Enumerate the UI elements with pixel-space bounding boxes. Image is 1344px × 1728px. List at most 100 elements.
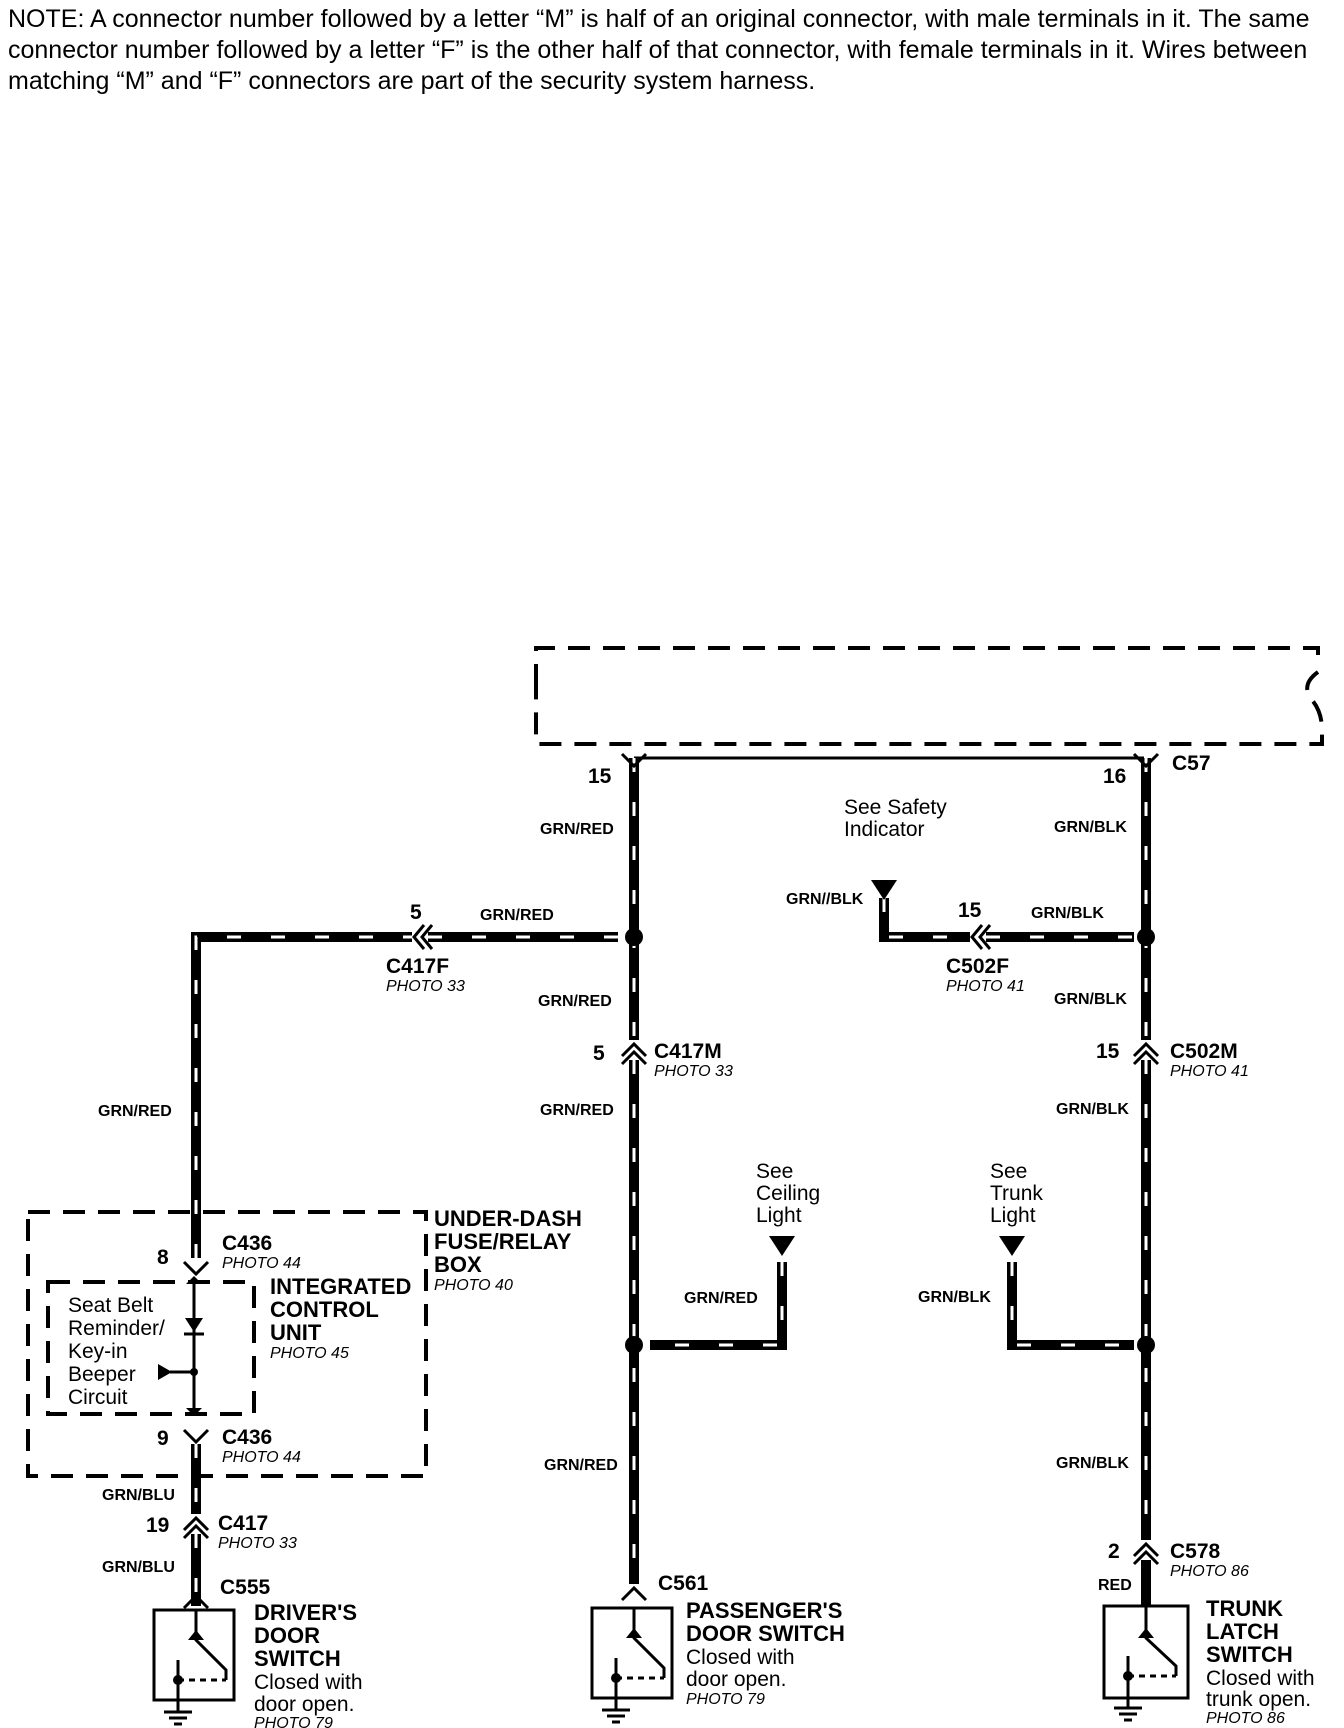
- ceiling-light-ref: Ceiling: [756, 1182, 820, 1205]
- wire-label-grn-blu: GRN/BLU: [102, 1559, 175, 1576]
- c417-label: C417: [218, 1512, 268, 1535]
- splice-point: [625, 1336, 643, 1354]
- connector-symbol-c436-top: [182, 1260, 210, 1277]
- c417f-photo: PHOTO 33: [386, 978, 465, 995]
- connector-symbol-c578: [1132, 1541, 1160, 1566]
- c578-pin: 2: [1108, 1540, 1120, 1563]
- driver-switch-label: DOOR: [254, 1623, 320, 1648]
- trunk-light-arrow-icon: [999, 1236, 1025, 1256]
- connector-symbol-c417m: [620, 1041, 648, 1066]
- c578-photo: PHOTO 86: [1170, 1563, 1249, 1580]
- c502m-pin: 15: [1096, 1040, 1120, 1063]
- icu-label: INTEGRATED: [270, 1274, 411, 1299]
- beeper-label: Key-in: [68, 1340, 128, 1363]
- c417m-photo: PHOTO 33: [654, 1063, 733, 1080]
- c578-label: C578: [1170, 1540, 1221, 1563]
- wire-grn-red-left-branch: [191, 932, 618, 1258]
- beeper-circuit: [158, 1276, 204, 1416]
- wire-label-grn-blk-alt: GRN//BLK: [786, 891, 864, 908]
- c561-label: C561: [658, 1572, 709, 1595]
- ceiling-light-arrow-icon: [769, 1236, 795, 1256]
- c436-top-label: C436: [222, 1232, 272, 1255]
- beeper-label: Seat Belt: [68, 1294, 153, 1317]
- driver-door-switch[interactable]: [152, 1608, 236, 1726]
- c502f-pin: 15: [958, 899, 982, 922]
- security-control-box: [534, 646, 1324, 746]
- safety-indicator-ref: See Safety: [844, 796, 947, 819]
- connector-symbol-c502f: [970, 924, 992, 950]
- connector-symbol-c502m: [1132, 1041, 1160, 1066]
- connector-symbol-c57-16: [1132, 752, 1160, 769]
- c502m-photo: PHOTO 41: [1170, 1063, 1249, 1080]
- c502m-label: C502M: [1170, 1040, 1238, 1063]
- wire-label-grn-red: GRN/RED: [538, 993, 612, 1010]
- c436-top-pin: 8: [157, 1246, 169, 1269]
- trunk-switch-label: TRUNK: [1206, 1596, 1283, 1621]
- c417-photo: PHOTO 33: [218, 1535, 297, 1552]
- c57-label: C57: [1172, 752, 1211, 775]
- connector-symbol-c555: [182, 1593, 210, 1610]
- beeper-label: Reminder/: [68, 1317, 165, 1340]
- beeper-label: Beeper: [68, 1363, 136, 1386]
- ceiling-light-ref: See: [756, 1160, 793, 1183]
- under-dash-fuse-box: [26, 1210, 428, 1478]
- trunk-light-ref: See: [990, 1160, 1027, 1183]
- driver-switch-desc: Closed with: [254, 1671, 363, 1694]
- splice-point: [1137, 928, 1155, 946]
- connector-symbol-c57-15: [620, 752, 648, 769]
- c436-bottom-pin: 9: [157, 1427, 169, 1450]
- wire-label-grn-blk: GRN/BLK: [1054, 819, 1127, 836]
- c417m-pin: 5: [593, 1042, 605, 1065]
- wire-label-grn-red: GRN/RED: [540, 821, 614, 838]
- icu-label: UNIT: [270, 1320, 322, 1345]
- passenger-switch-desc: door open.: [686, 1668, 786, 1691]
- trunk-switch-photo: PHOTO 86: [1206, 1710, 1285, 1727]
- passenger-switch-desc: Closed with: [686, 1646, 795, 1669]
- trunk-switch-label: LATCH: [1206, 1619, 1279, 1644]
- c436-bottom-photo: PHOTO 44: [222, 1449, 301, 1466]
- wire-label-grn-red: GRN/RED: [684, 1290, 758, 1307]
- splice-point: [1137, 1336, 1155, 1354]
- c417m-label: C417M: [654, 1040, 722, 1063]
- c57-pin-16: 16: [1103, 765, 1126, 788]
- safety-indicator-ref: Indicator: [844, 818, 925, 841]
- icu-photo: PHOTO 45: [270, 1345, 349, 1362]
- wire-grn-blk-safety: [879, 898, 1134, 942]
- splice-point: [625, 928, 643, 946]
- wire-label-grn-red: GRN/RED: [544, 1457, 618, 1474]
- fuse-box-label: FUSE/RELAY: [434, 1229, 572, 1254]
- c502f-label: C502F: [946, 955, 1009, 978]
- trunk-latch-switch[interactable]: [1102, 1604, 1190, 1722]
- c555-label: C555: [220, 1576, 271, 1599]
- c417-pin: 19: [146, 1514, 169, 1537]
- wire-label-grn-blk: GRN/BLK: [1054, 991, 1127, 1008]
- passenger-switch-label: DOOR SWITCH: [686, 1621, 845, 1646]
- wire-label-grn-red: GRN/RED: [480, 907, 554, 924]
- wire-label-grn-red: GRN/RED: [98, 1103, 172, 1120]
- wire-label-red: RED: [1098, 1577, 1132, 1594]
- passenger-switch-label: PASSENGER'S: [686, 1598, 842, 1623]
- connector-symbol-c561: [620, 1585, 648, 1602]
- c417f-label: C417F: [386, 955, 449, 978]
- safety-indicator-arrow-icon: [871, 880, 897, 900]
- passenger-door-switch[interactable]: [590, 1606, 674, 1724]
- driver-switch-desc: door open.: [254, 1693, 354, 1716]
- driver-switch-label: SWITCH: [254, 1646, 341, 1671]
- trunk-switch-desc: trunk open.: [1206, 1688, 1311, 1711]
- connector-symbol-c417: [182, 1515, 210, 1540]
- c436-top-photo: PHOTO 44: [222, 1255, 301, 1272]
- ceiling-light-ref: Light: [756, 1204, 802, 1227]
- trunk-switch-label: SWITCH: [1206, 1642, 1293, 1667]
- integrated-control-unit-box: [46, 1280, 256, 1416]
- connector-symbol-c436-bottom: [182, 1428, 210, 1445]
- driver-switch-photo: PHOTO 79: [254, 1715, 333, 1728]
- note-text: NOTE: A connector number followed by a l…: [8, 5, 1310, 95]
- passenger-switch-photo: PHOTO 79: [686, 1691, 765, 1708]
- wire-label-grn-blu: GRN/BLU: [102, 1487, 175, 1504]
- c502f-photo: PHOTO 41: [946, 978, 1025, 995]
- fuse-box-label: UNDER-DASH: [434, 1206, 582, 1231]
- wire-label-grn-blk: GRN/BLK: [1056, 1455, 1129, 1472]
- connector-symbol-c417f: [412, 924, 434, 950]
- c417f-pin: 5: [410, 901, 422, 924]
